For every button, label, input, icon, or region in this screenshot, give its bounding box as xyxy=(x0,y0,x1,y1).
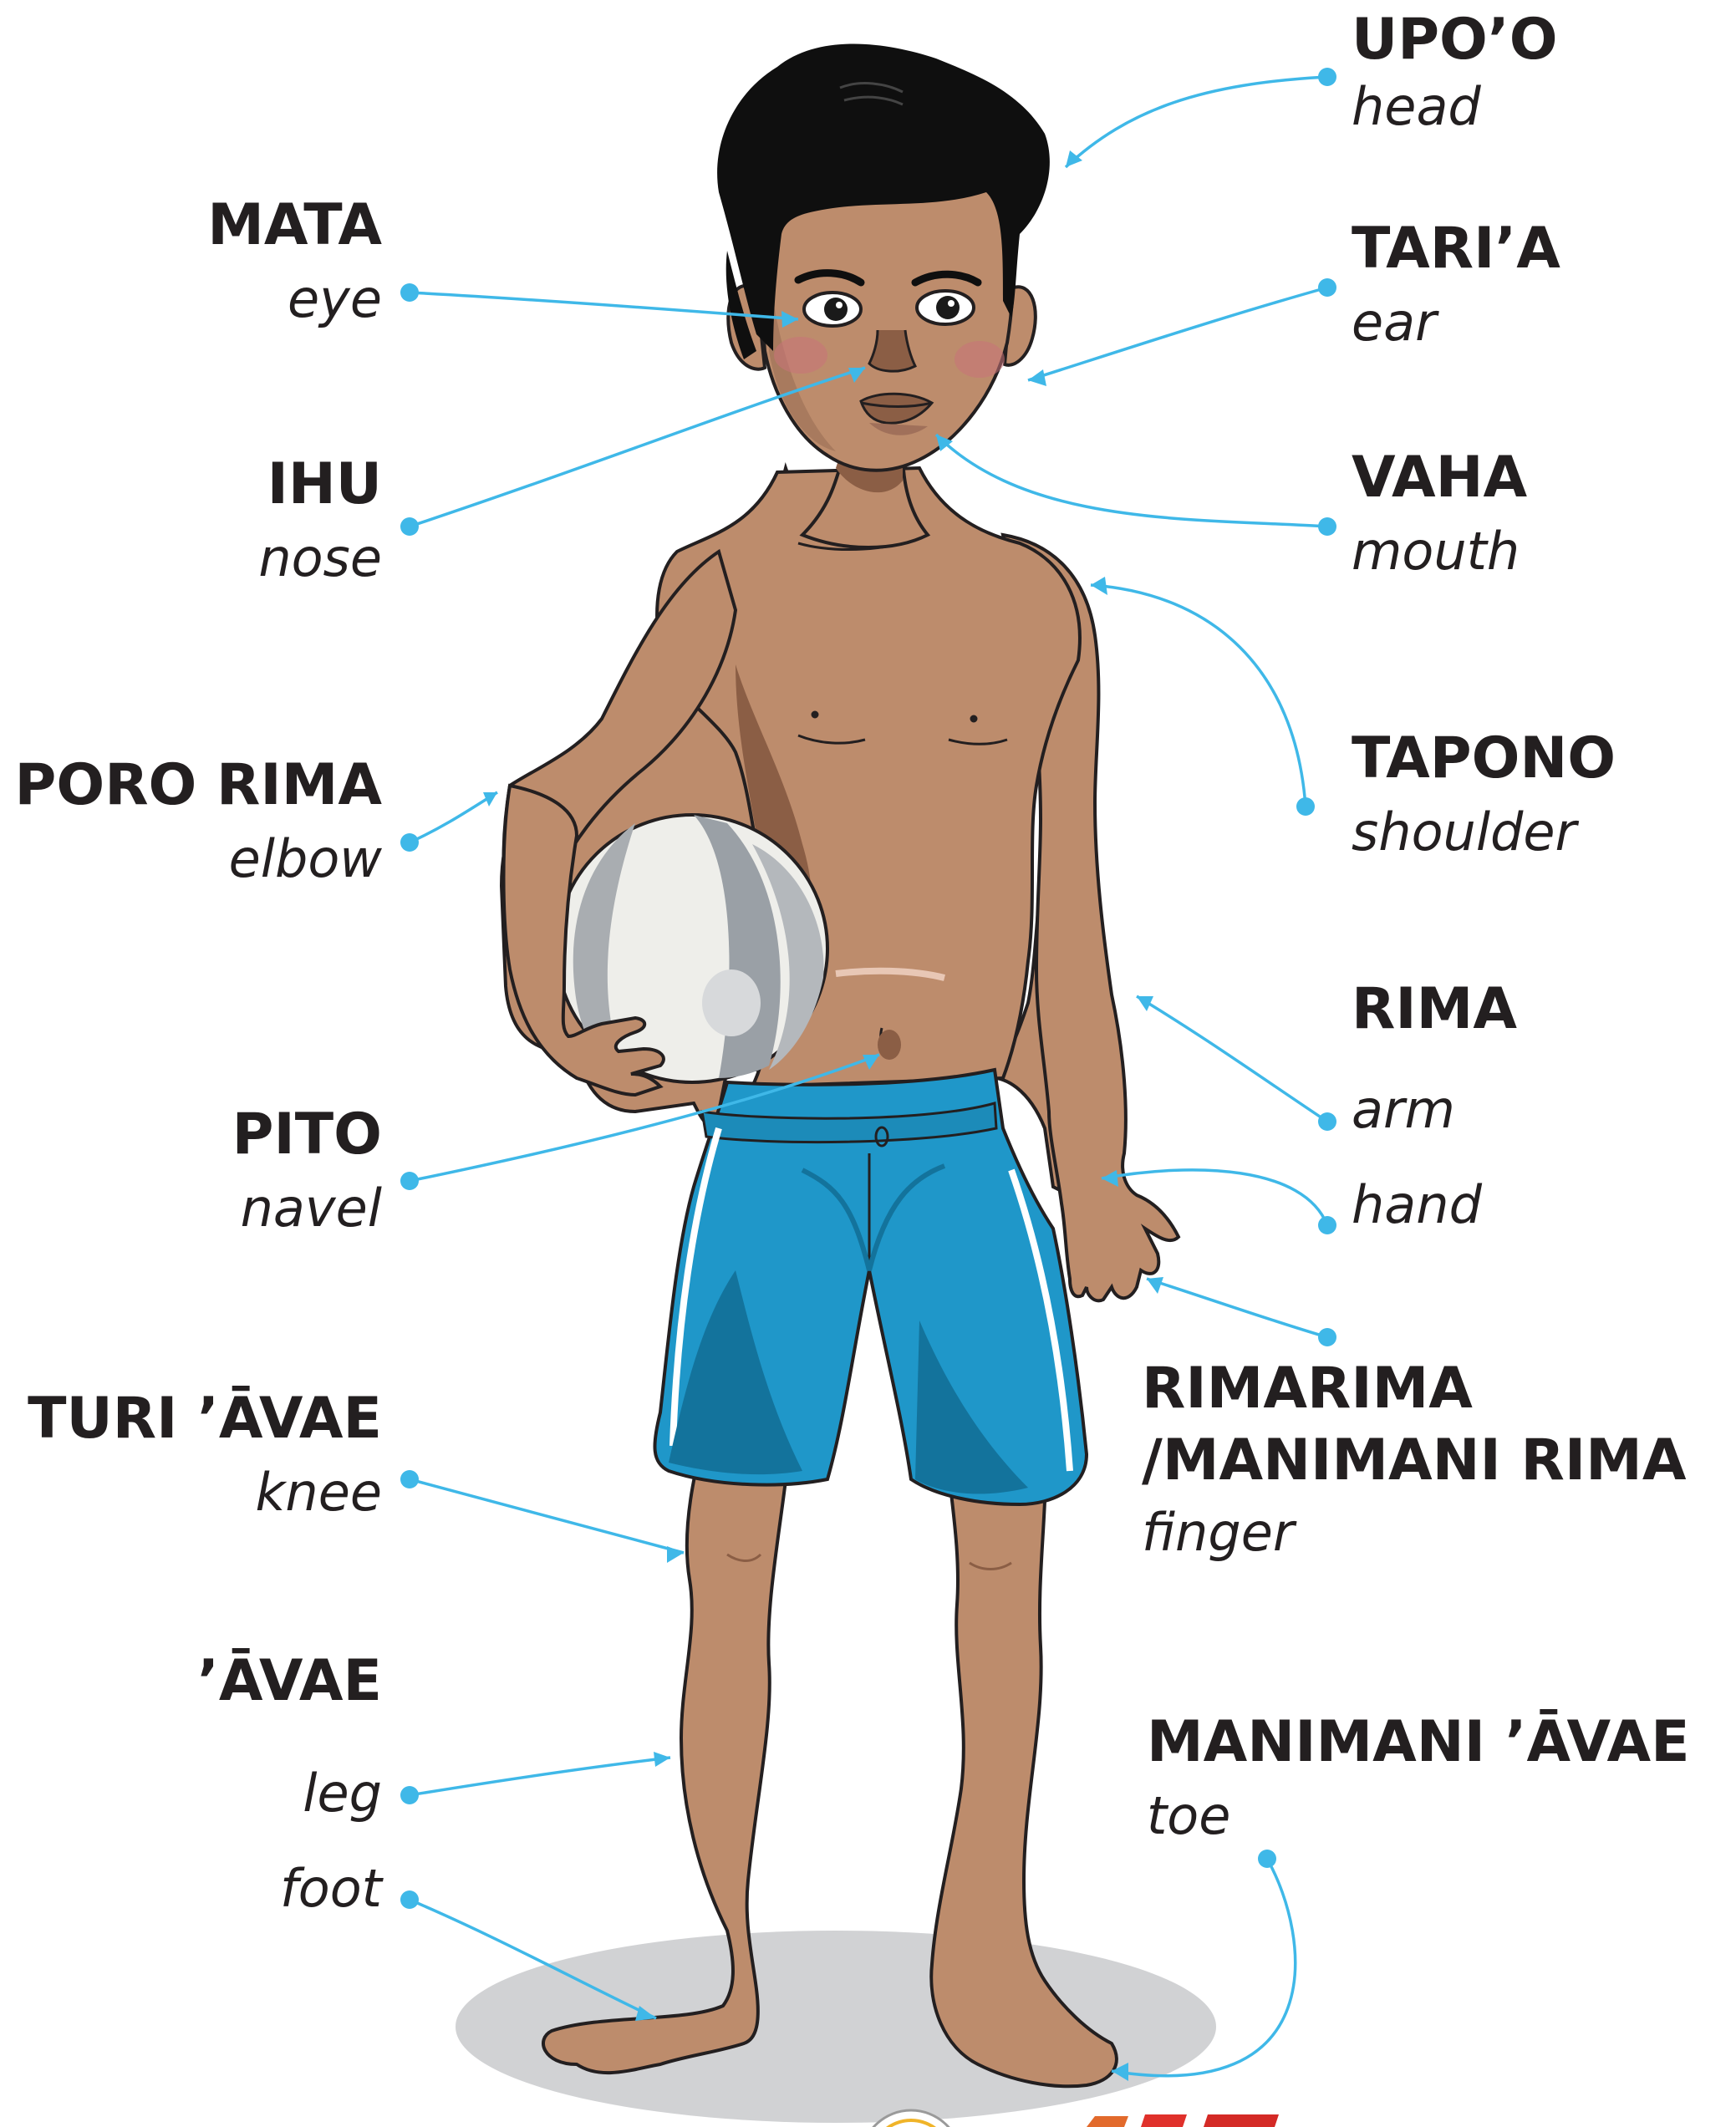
gloss-navel: navel xyxy=(232,1175,382,1242)
label-avae: ’ĀVAE leg foot xyxy=(197,1648,382,1922)
label-mata: MATA eye xyxy=(207,192,382,333)
term-pito: PITO xyxy=(232,1102,382,1168)
gloss-nose: nose xyxy=(258,525,382,592)
gloss-mouth: mouth xyxy=(1352,518,1527,585)
leader-pororima xyxy=(410,792,497,842)
gloss-eye: eye xyxy=(207,266,382,333)
label-pororima: PORO RIMA elbow xyxy=(15,752,382,893)
gloss-arm: arm xyxy=(1352,1076,1517,1143)
gloss-hand: hand xyxy=(1352,1172,1517,1239)
term-upoo: UPO’O xyxy=(1352,7,1558,74)
gloss-ear: ear xyxy=(1352,289,1560,356)
leader-tapono xyxy=(1091,585,1306,807)
leader-upoo xyxy=(1066,77,1327,167)
label-taria: TARI’A ear xyxy=(1352,216,1560,356)
term-rimarima-line1: RIMARIMA xyxy=(1142,1356,1686,1422)
term-rima: RIMA xyxy=(1352,976,1517,1043)
gloss-toe: toe xyxy=(1147,1783,1690,1850)
leader-finger xyxy=(1147,1279,1327,1337)
label-ihu: IHU nose xyxy=(258,451,382,592)
gloss-elbow: elbow xyxy=(15,826,382,893)
term-avae: ’ĀVAE xyxy=(197,1648,382,1715)
term-taria: TARI’A xyxy=(1352,216,1560,282)
leader-rima xyxy=(1137,996,1327,1122)
term-ihu: IHU xyxy=(258,451,382,518)
shorts xyxy=(654,1070,1087,1504)
label-turiavae: TURI ’ĀVAE knee xyxy=(28,1386,382,1526)
term-mata: MATA xyxy=(207,192,382,259)
term-rimarima-line2: /MANIMANI RIMA xyxy=(1142,1427,1686,1494)
navel-shade xyxy=(878,1030,901,1060)
term-tapono: TAPONO xyxy=(1352,725,1616,792)
label-rimarima: RIMARIMA /MANIMANI RIMA finger xyxy=(1142,1356,1686,1566)
gloss-foot: foot xyxy=(197,1855,382,1922)
leader-vaha xyxy=(936,435,1327,527)
label-manimaniavae: MANIMANI ’ĀVAE toe xyxy=(1147,1709,1690,1850)
leader-taria xyxy=(1028,288,1327,380)
gloss-head: head xyxy=(1352,74,1558,140)
label-rima: RIMA arm hand xyxy=(1352,976,1517,1239)
label-tapono: TAPONO shoulder xyxy=(1352,725,1616,866)
bottom-logo xyxy=(861,2110,1279,2127)
gloss-finger: finger xyxy=(1142,1499,1686,1566)
gloss-knee: knee xyxy=(28,1459,382,1526)
term-turiavae: TURI ’ĀVAE xyxy=(28,1386,382,1453)
label-upoo: UPO’O head xyxy=(1352,7,1558,140)
term-vaha: VAHA xyxy=(1352,445,1527,511)
term-manimaniavae: MANIMANI ’ĀVAE xyxy=(1147,1709,1690,1776)
gloss-shoulder: shoulder xyxy=(1352,799,1616,866)
label-vaha: VAHA mouth xyxy=(1352,445,1527,585)
head xyxy=(717,44,1050,471)
leader-leg xyxy=(410,1758,670,1795)
gloss-leg: leg xyxy=(197,1760,382,1827)
leader-turiavae xyxy=(410,1479,684,1553)
term-pororima: PORO RIMA xyxy=(15,752,382,819)
label-pito: PITO navel xyxy=(232,1102,382,1242)
